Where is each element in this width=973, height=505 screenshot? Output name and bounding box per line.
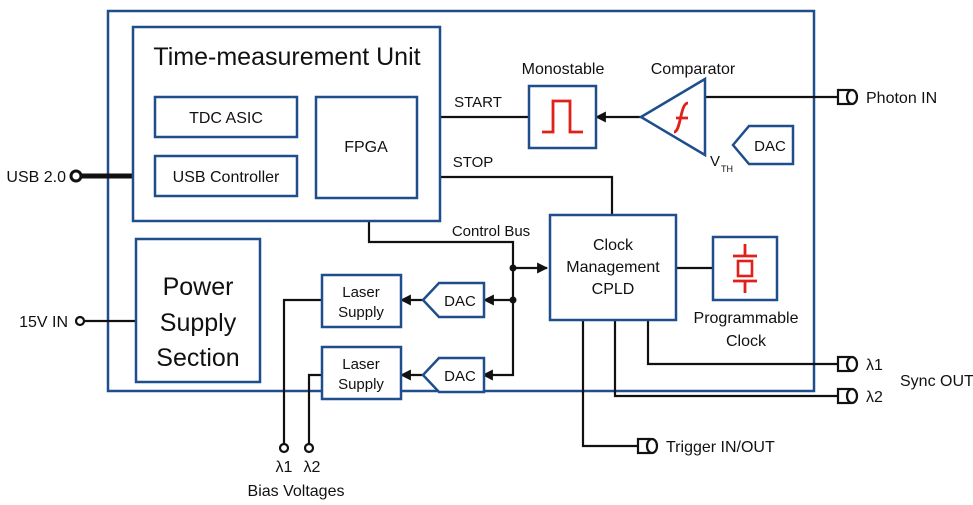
bias-2-label: λ2 — [304, 459, 321, 476]
power-port-icon — [74, 315, 86, 327]
cpld-line-1: Clock — [593, 237, 634, 254]
usb-port-icon — [69, 169, 83, 183]
power-supply-block — [134, 237, 262, 384]
monostable-label: Monostable — [522, 61, 605, 78]
laser-supply-1-line-1: Laser — [342, 284, 380, 301]
tdc-asic-block — [153, 95, 299, 139]
stop-wire — [418, 171, 614, 215]
stop-signal-label: STOP — [453, 154, 494, 171]
dac-threshold-block — [731, 124, 795, 166]
bias-2-port-icon — [303, 442, 315, 454]
cpld-line-3: CPLD — [592, 281, 635, 298]
bias-1-label: λ1 — [276, 459, 293, 476]
comparator-block — [638, 76, 707, 158]
clock-management-cpld-block — [548, 213, 678, 322]
photon-in-label: Photon IN — [866, 90, 937, 107]
laser-supply-1-line-2: Supply — [338, 304, 384, 321]
comparator-label: Comparator — [651, 61, 736, 78]
bias-voltages-label: Bias Voltages — [248, 483, 345, 500]
usb-controller-block — [153, 154, 299, 198]
usb-port-label: USB 2.0 — [6, 169, 66, 186]
laser-supply-1-block — [320, 273, 403, 329]
bias-1-port-icon — [278, 442, 290, 454]
sync-2-connector-icon — [836, 387, 859, 405]
fpga-label: FPGA — [344, 139, 388, 156]
prog-clock-line-2: Clock — [726, 333, 767, 350]
laser-supply-2-block — [320, 345, 403, 401]
dac-1-block — [421, 281, 486, 319]
start-signal-label: START — [454, 94, 502, 111]
trigger-label: Trigger IN/OUT — [666, 439, 775, 456]
psu-line-2: Supply — [160, 309, 237, 337]
usb-controller-label: USB Controller — [173, 169, 280, 186]
tmu-title: Time-measurement Unit — [153, 43, 420, 71]
fpga-block — [314, 95, 419, 200]
cpld-line-2: Management — [566, 259, 660, 276]
bias1-wire — [282, 298, 322, 444]
vth-subscript: TH — [721, 164, 733, 174]
dac-2-label: DAC — [444, 368, 476, 385]
sync1-wire — [646, 320, 838, 366]
pulse-icon — [542, 99, 583, 134]
trigger-connector-icon — [636, 437, 659, 455]
laser-supply-2-line-1: Laser — [342, 356, 380, 373]
control-bus-label: Control Bus — [452, 223, 530, 240]
trigger-wire — [581, 320, 638, 448]
junction-dot — [509, 264, 517, 272]
psu-line-1: Power — [163, 273, 234, 301]
crystal-icon — [733, 244, 757, 293]
psu-line-3: Section — [156, 344, 239, 372]
laser-supply-2-line-2: Supply — [338, 376, 384, 393]
comparator-hysteresis-icon — [673, 101, 689, 134]
control-bus-wire — [367, 198, 515, 381]
photon-in-connector-icon — [836, 88, 859, 106]
dac-2-block — [421, 356, 486, 394]
vth-label: V — [710, 153, 720, 170]
tdc-asic-label: TDC ASIC — [189, 110, 263, 127]
sync-2-label: λ2 — [866, 389, 883, 406]
prog-clock-line-1: Programmable — [694, 310, 799, 327]
junction-dot — [509, 296, 517, 304]
dac-1-label: DAC — [444, 293, 476, 310]
power-port-label: 15V IN — [19, 314, 68, 331]
sync2-wire — [613, 320, 838, 398]
dac-threshold-label: DAC — [754, 138, 786, 155]
sync-1-connector-icon — [836, 355, 859, 373]
sync-out-label: Sync OUT — [900, 373, 973, 390]
bias2-wire — [307, 373, 322, 444]
sync-1-label: λ1 — [866, 357, 883, 374]
monostable-block — [527, 84, 598, 150]
